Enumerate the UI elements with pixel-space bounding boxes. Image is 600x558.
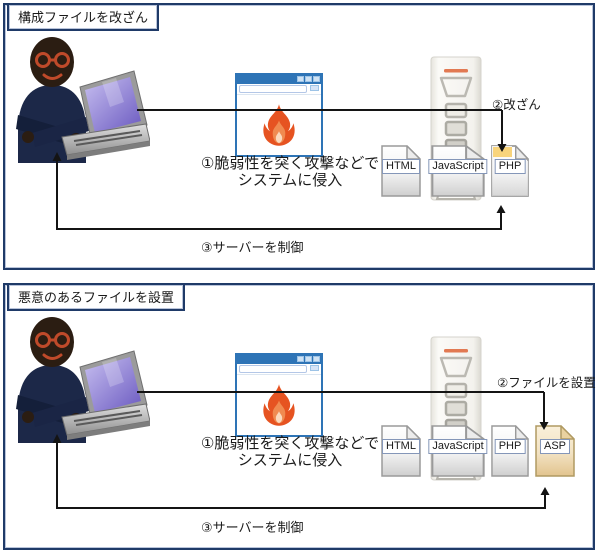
panel-config-file-tampering: 構成ファイルを改ざん (3, 3, 595, 270)
browser-titlebar (237, 75, 321, 84)
browser-window (235, 353, 323, 437)
attacker-icon (16, 37, 151, 163)
file-icon-javascript: JavaScript (428, 145, 488, 197)
browser-content (237, 95, 321, 154)
browser-addressbar (237, 84, 321, 95)
file-icon-javascript: JavaScript (428, 425, 488, 477)
browser-addressbar (237, 364, 321, 375)
step3-label: ③サーバーを制御 (201, 240, 304, 255)
panel-title-text: 悪意のあるファイルを設置 (18, 290, 175, 305)
control-arrowhead-right (496, 205, 506, 213)
laptop-icon (61, 70, 151, 160)
window-minimize-button (297, 76, 304, 82)
browser-titlebar (237, 355, 321, 364)
file-label: PHP (494, 439, 526, 454)
window-close-button (313, 356, 320, 362)
step1-line1: ①脆弱性を突く攻撃などで (200, 155, 380, 172)
step1-line2: システムに侵入 (237, 452, 343, 469)
attacker-with-laptop-icon (10, 315, 151, 448)
control-arrowhead-right (540, 487, 550, 495)
step2-label: ②改ざん (492, 98, 541, 112)
step1-line1: ①脆弱性を突く攻撃などで (200, 435, 380, 452)
step2-label: ②ファイルを設置 (497, 376, 596, 390)
flame-icon (263, 383, 295, 426)
window-close-button (313, 76, 320, 82)
file-label: JavaScript (428, 439, 488, 454)
address-input (239, 365, 307, 373)
window-minimize-button (297, 356, 304, 362)
window-maximize-button (305, 76, 312, 82)
step3-label: ③サーバーを制御 (201, 520, 304, 535)
file-icon-php: PHP (491, 145, 529, 197)
file-label: ASP (539, 439, 571, 454)
step1-label: ①脆弱性を突く攻撃などで システムに侵入 (180, 435, 400, 469)
go-button (310, 85, 319, 91)
window-maximize-button (305, 356, 312, 362)
file-icon-asp-malicious: ASP (535, 425, 575, 477)
step1-label: ①脆弱性を突く攻撃などで システムに侵入 (180, 155, 400, 189)
panel-title: 悪意のあるファイルを設置 (7, 283, 186, 311)
panel-title-text: 構成ファイルを改ざん (18, 10, 149, 25)
panel-malicious-file-placement: 悪意のあるファイルを設置 (3, 283, 596, 550)
go-button (310, 365, 319, 371)
step1-line2: システムに侵入 (237, 172, 343, 189)
tampered-area-highlight (493, 147, 512, 157)
file-label: PHP (494, 159, 526, 174)
laptop-icon (61, 350, 151, 440)
panel-title: 構成ファイルを改ざん (7, 3, 160, 31)
attacker-with-laptop-icon (10, 35, 151, 168)
flame-icon (263, 103, 295, 146)
browser-window (235, 73, 323, 157)
file-label: JavaScript (428, 159, 488, 174)
file-icon-php: PHP (491, 425, 529, 477)
attacker-icon (16, 317, 151, 443)
address-input (239, 85, 307, 93)
browser-content (237, 375, 321, 434)
